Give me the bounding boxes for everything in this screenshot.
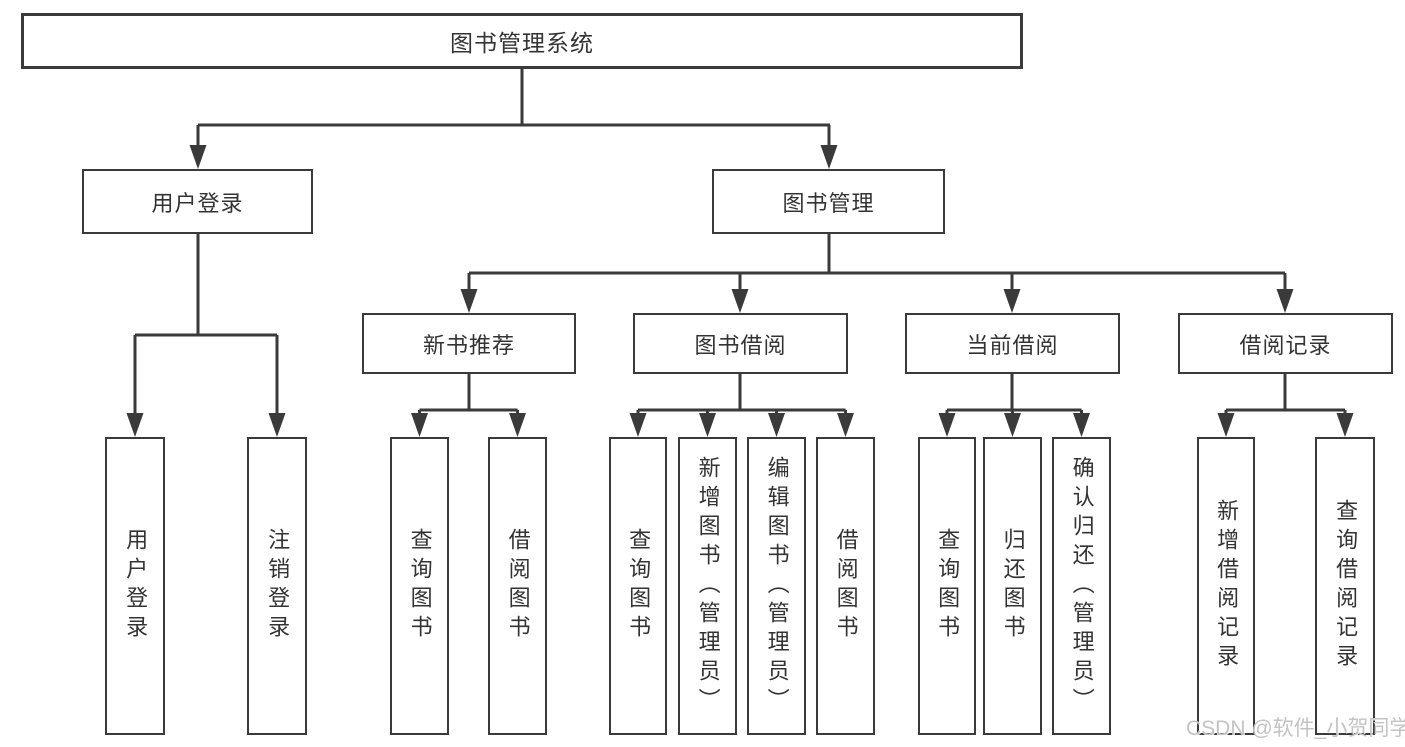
- node-label: 用户登录: [151, 190, 244, 216]
- node-label: 图书借阅: [694, 332, 787, 358]
- csdn-watermark: CSDN @软件_小贺同学: [1186, 717, 1405, 740]
- leaf-label: 查询图书: [626, 528, 652, 644]
- leaf-label: 借阅图书: [505, 528, 531, 644]
- leaf-query-books-borrow: 查询图书: [609, 437, 667, 735]
- leaf-label: 新增图书（管理员）: [695, 455, 721, 717]
- node-borrowing-records: 借阅记录: [1178, 313, 1393, 374]
- leaf-label: 查询图书: [935, 528, 961, 644]
- node-label: 新书推荐: [422, 332, 515, 358]
- connector-current-to-leaves: [945, 374, 1083, 420]
- leaf-return-books: 归还图书: [983, 437, 1042, 735]
- node-book-borrowing: 图书借阅: [633, 313, 848, 374]
- leaf-query-books-current: 查询图书: [918, 437, 976, 735]
- connector-bookmgmt-to-level3: [467, 234, 1287, 294]
- node-current-borrowing: 当前借阅: [905, 313, 1120, 374]
- leaf-label: 新增借阅记录: [1214, 499, 1240, 673]
- leaf-add-borrow-record: 新增借阅记录: [1197, 437, 1255, 735]
- connector-borrow-to-leaves: [636, 374, 847, 420]
- connector-records-to-leaves: [1224, 374, 1347, 420]
- node-label: 图书管理: [782, 190, 875, 216]
- leaf-label: 确认归还（管理员）: [1069, 455, 1095, 717]
- node-new-book-recommend: 新书推荐: [362, 313, 576, 374]
- connector-userlogin-to-leaves: [133, 234, 279, 418]
- leaf-query-books-recommend: 查询图书: [390, 437, 449, 735]
- leaf-label: 编辑图书（管理员）: [764, 455, 790, 717]
- leaf-logout: 注销登录: [247, 437, 307, 735]
- connector-root-to-level2: [196, 69, 831, 150]
- node-root-system: 图书管理系统: [21, 13, 1023, 69]
- node-label: 当前借阅: [966, 332, 1059, 358]
- leaf-borrow-books-recommend: 借阅图书: [488, 437, 547, 735]
- leaf-label: 借阅图书: [833, 528, 859, 644]
- leaf-label: 注销登录: [265, 528, 291, 644]
- leaf-add-books-admin: 新增图书（管理员）: [678, 437, 737, 735]
- leaf-label: 归还图书: [1000, 528, 1026, 644]
- leaf-label: 用户登录: [123, 528, 149, 644]
- node-user-login: 用户登录: [82, 169, 313, 234]
- leaf-edit-books-admin: 编辑图书（管理员）: [747, 437, 806, 735]
- node-book-management: 图书管理: [712, 169, 945, 234]
- leaf-label: 查询借阅记录: [1333, 499, 1359, 673]
- connector-newbook-to-leaves: [418, 374, 519, 420]
- leaf-confirm-return-admin: 确认归还（管理员）: [1052, 437, 1111, 735]
- leaf-borrow-books: 借阅图书: [816, 437, 875, 735]
- leaf-query-borrow-record: 查询借阅记录: [1315, 437, 1375, 735]
- leaf-user-login: 用户登录: [105, 437, 165, 735]
- node-label: 借阅记录: [1239, 332, 1332, 358]
- node-label: 图书管理系统: [450, 30, 594, 56]
- leaf-label: 查询图书: [407, 528, 433, 644]
